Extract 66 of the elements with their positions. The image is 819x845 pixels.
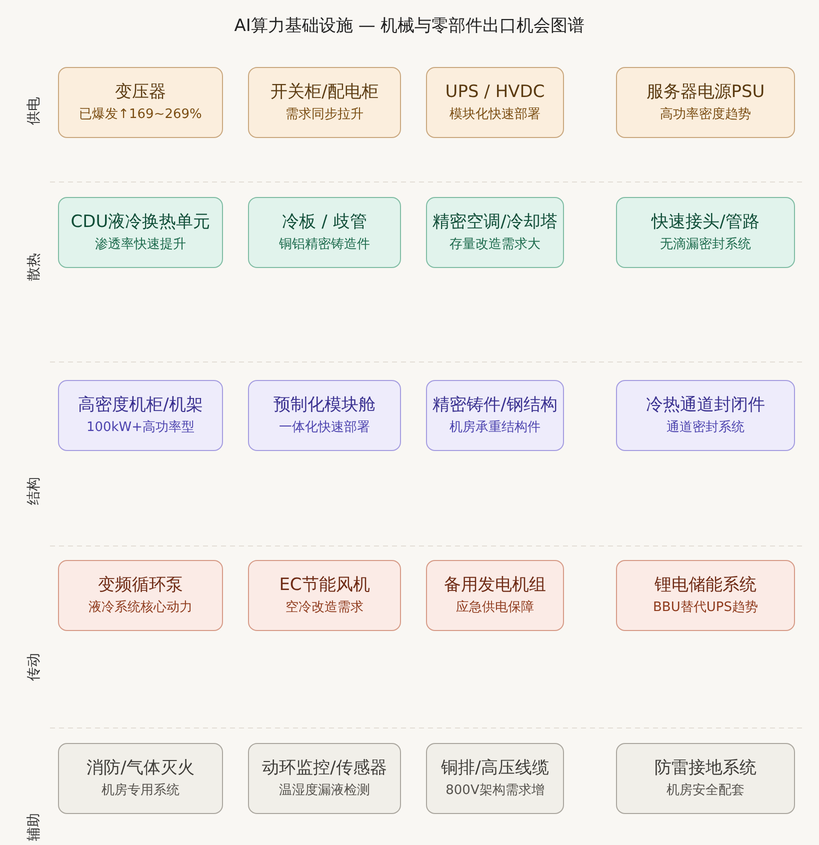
category-card	[616, 743, 795, 814]
card-heading: UPS / HVDC	[445, 81, 545, 103]
category-card	[616, 197, 795, 268]
card-heading: 冷板 / 歧管	[282, 211, 367, 233]
card-subtitle: 机房专用系统	[102, 782, 180, 800]
card-heading: 精密空调/冷却塔	[432, 211, 558, 233]
row-label: 结构	[25, 477, 43, 505]
card-subtitle: 温湿度漏液检测	[279, 782, 370, 800]
category-card	[426, 743, 564, 814]
card-heading: 变频循环泵	[98, 574, 183, 596]
card-subtitle: 液冷系统核心动力	[88, 599, 192, 617]
category-card	[426, 560, 564, 631]
card-subtitle: 机房承重结构件	[450, 419, 540, 437]
card-heading: 快速接头/管路	[652, 211, 760, 233]
card-subtitle: 800V架构需求增	[446, 782, 544, 800]
category-card	[616, 560, 795, 631]
category-card	[58, 197, 223, 268]
card-heading: 开关柜/配电柜	[270, 81, 378, 103]
category-card	[58, 380, 223, 451]
card-subtitle: 应急供电保障	[456, 599, 534, 617]
card-subtitle: 一体化快速部署	[279, 419, 370, 437]
category-card	[58, 560, 223, 631]
card-subtitle: 高功率密度趋势	[660, 106, 751, 124]
card-heading: 冷热通道封闭件	[646, 394, 765, 416]
row-label: 散热	[25, 253, 43, 281]
category-card	[58, 67, 223, 138]
category-card	[426, 197, 564, 268]
card-subtitle: 无滴漏密封系统	[660, 236, 751, 254]
card-subtitle: 通道密封系统	[666, 419, 744, 437]
category-card	[248, 67, 401, 138]
card-subtitle: 机房安全配套	[666, 782, 744, 800]
card-subtitle: 已爆发↑169~269%	[79, 106, 202, 124]
category-card	[58, 743, 223, 814]
diagram-title: AI算力基础设施 — 机械与零部件出口机会图谱	[233, 15, 586, 37]
category-card	[616, 67, 795, 138]
card-heading: 消防/气体灭火	[86, 757, 194, 779]
category-card	[248, 560, 401, 631]
card-heading: 精密铸件/钢结构	[432, 394, 558, 416]
category-card	[248, 380, 401, 451]
card-heading: 变压器	[115, 81, 166, 103]
row-label: 传动	[25, 653, 43, 681]
card-heading: CDU液冷换热单元	[70, 211, 210, 233]
card-heading: 预制化模块舱	[274, 394, 376, 416]
card-subtitle: 铜铝精密铸造件	[279, 236, 370, 254]
card-heading: 服务器电源PSU	[646, 81, 765, 103]
card-subtitle: BBU替代UPS趋势	[653, 599, 758, 617]
card-subtitle: 需求同步拉升	[286, 106, 364, 124]
card-subtitle: 100kW+高功率型	[86, 419, 195, 437]
card-heading: 铜排/高压线缆	[441, 757, 549, 779]
card-heading: 备用发电机组	[444, 574, 546, 596]
card-heading: 动环监控/传感器	[262, 757, 387, 779]
row-label: 辅助	[25, 813, 43, 841]
card-heading: 锂电储能系统	[654, 574, 756, 596]
card-subtitle: 渗透率快速提升	[95, 236, 186, 254]
category-card	[616, 380, 795, 451]
category-card	[426, 380, 564, 451]
card-heading: 高密度机柜/机架	[78, 394, 203, 416]
row-label: 供电	[25, 97, 43, 125]
category-card	[426, 67, 564, 138]
card-subtitle: 存量改造需求大	[450, 236, 540, 254]
category-card	[248, 197, 401, 268]
card-heading: 防雷接地系统	[654, 757, 756, 779]
card-heading: EC节能风机	[279, 574, 370, 596]
card-subtitle: 空冷改造需求	[286, 599, 364, 617]
category-card	[248, 743, 401, 814]
card-subtitle: 模块化快速部署	[450, 106, 540, 124]
